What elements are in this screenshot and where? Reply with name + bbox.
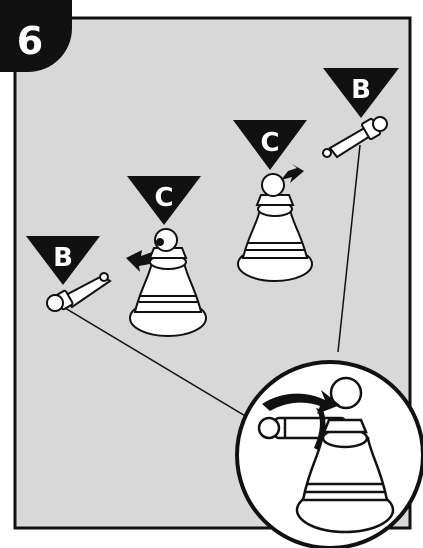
callout-label: B: [53, 243, 73, 273]
callout-label: B: [351, 75, 371, 105]
detail-circle: [237, 362, 423, 548]
step-number: 6: [17, 19, 43, 63]
callout-label: C: [154, 183, 173, 213]
callout-label: C: [260, 128, 279, 158]
